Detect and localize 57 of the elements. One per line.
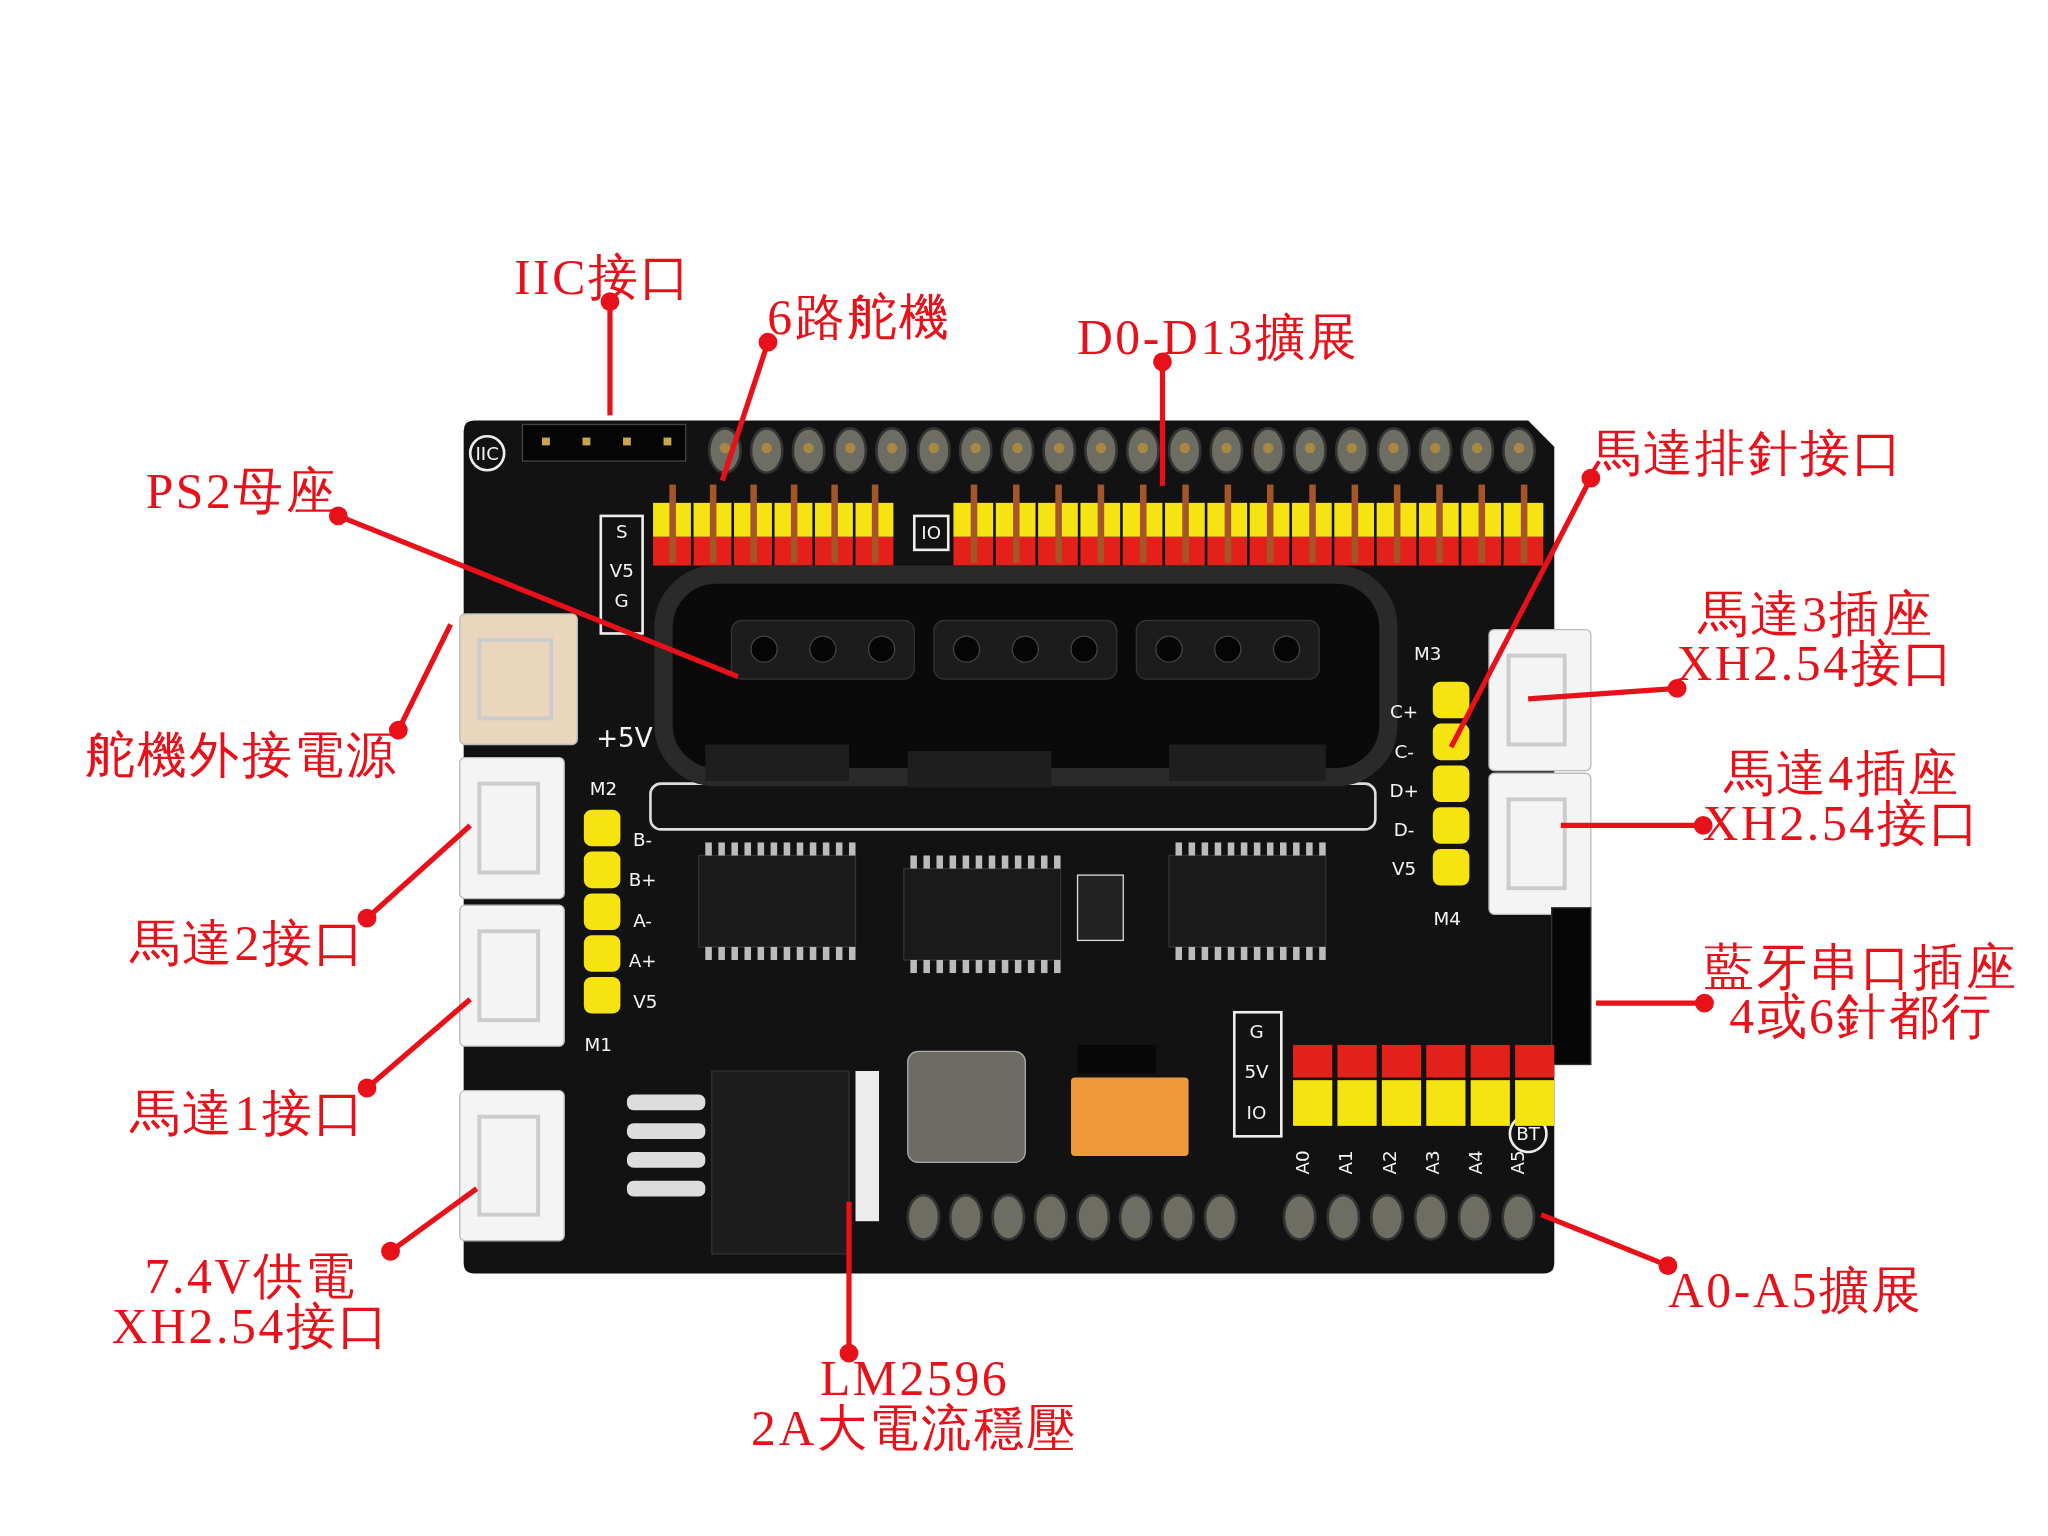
silkscreen-label: +5V [596,724,653,751]
silkscreen-label: A4 [1466,1150,1486,1175]
leader-line [839,1201,859,1363]
silkscreen-label: IO [921,523,942,543]
leader-line [1560,816,1713,835]
callout-label: LM2596 2A大電流穩壓 [751,1353,1079,1453]
callout-label: 馬達1接口 [129,1088,367,1138]
silkscreen-label: A- [633,911,652,930]
silkscreen-label: S [615,522,628,541]
callout-label: 馬達3插座 XH2.54接口 [1676,589,1956,689]
callout-label: PS2母座 [145,466,338,516]
leader-line [1528,678,1687,702]
silkscreen-label: G [614,591,629,610]
silkscreen-label: V5 [1392,859,1417,878]
callout-label: 6路舵機 [767,292,952,343]
silkscreen-label: V5 [633,992,658,1011]
leader-line [1153,352,1172,486]
callout-label: 馬達2接口 [129,918,367,968]
leader-line [388,623,453,740]
silkscreen-label: BT [1516,1124,1540,1143]
silkscreen-label: A+ [628,950,657,970]
leader-line [600,292,620,416]
callout-label: 藍牙串口插座 4或6針都行 [1704,941,2018,1041]
silkscreen-label: 5V [1244,1061,1269,1081]
leader-line [357,997,472,1098]
silkscreen-label: M2 [589,779,618,799]
silkscreen-label: B- [633,830,653,849]
silkscreen-label: M1 [584,1035,612,1055]
leader-line [1448,468,1601,749]
silkscreen-label: M4 [1433,909,1461,928]
callout-label: D0-D13擴展 [1076,312,1360,362]
silkscreen-label: A1 [1336,1150,1355,1175]
silkscreen-label: V5 [609,561,634,580]
leader-line [357,823,472,928]
callout-label: 舵機外接電源 [84,730,399,780]
silkscreen-label: G [1249,1022,1264,1041]
silkscreen-label: C- [1394,741,1414,761]
silkscreen-label: IO [1246,1103,1267,1122]
silkscreen-label: IIC [475,444,499,463]
silkscreen-label: M3 [1413,643,1442,663]
leader-line [719,332,778,482]
callout-label: 馬達4插座 XH2.54接口 [1702,748,1982,848]
leader-line [1596,993,1714,1013]
silkscreen-label: C+ [1390,702,1419,721]
silkscreen-label: A3 [1423,1150,1442,1175]
silkscreen-label: D- [1393,820,1415,839]
silkscreen-label: A2 [1380,1150,1399,1175]
callout-label: 馬達排針接口 [1590,428,1905,479]
callout-label: A0-A5擴展 [1667,1265,1924,1316]
silkscreen-label: A0 [1293,1150,1312,1175]
leader-line [328,506,739,679]
silkscreen-label: B+ [628,869,657,889]
silkscreen-label: A5 [1508,1150,1527,1175]
leader-line [1540,1212,1678,1276]
leader-line [381,1186,479,1261]
silkscreen-label: D+ [1389,781,1419,800]
callout-label: 7.4V供電 XH2.54接口 [111,1251,391,1351]
